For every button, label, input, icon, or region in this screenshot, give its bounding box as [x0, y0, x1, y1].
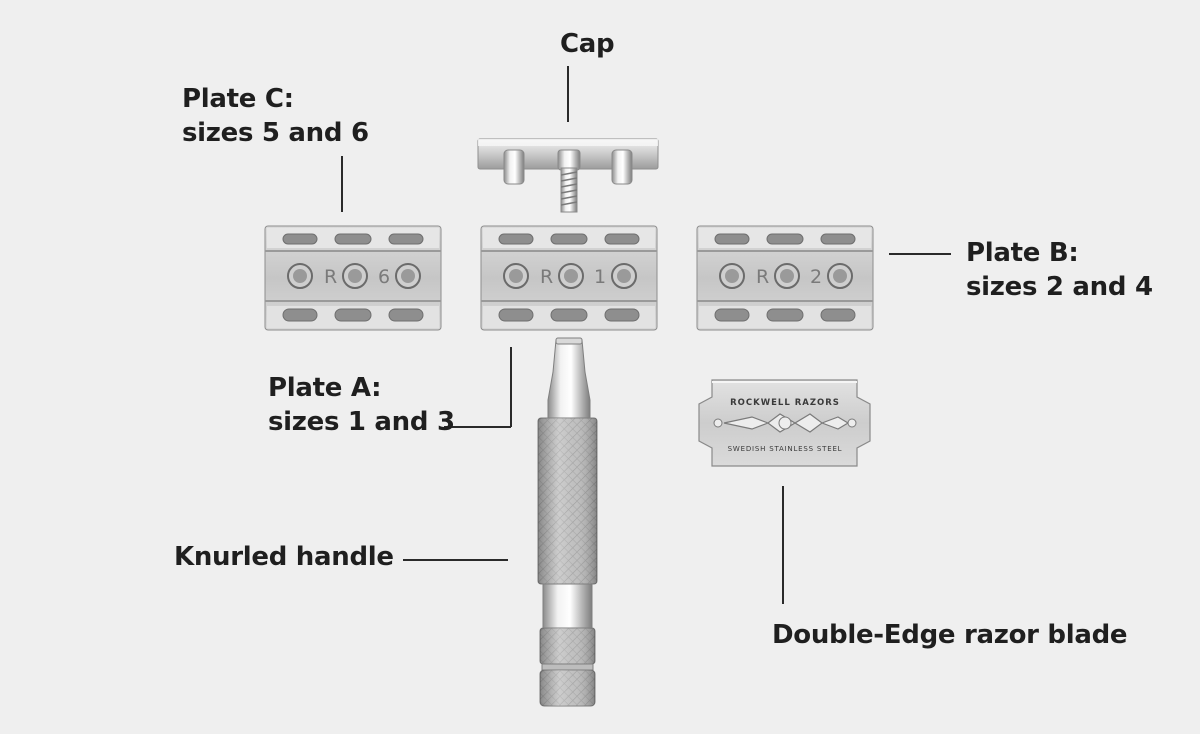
plate-b-leader-line [889, 253, 951, 255]
plate-a-leader-line-horizontal [444, 426, 511, 428]
plate-c-label-line2: sizes 5 and 6 [182, 118, 369, 148]
plate-c-label-line1: Plate C: [182, 84, 294, 114]
plate-a-number: 1 [594, 266, 606, 288]
plate-b-label: Plate B: sizes 2 and 4 [966, 236, 1153, 304]
plate-c-leader-line [341, 156, 343, 212]
blade-leader-line [782, 486, 784, 604]
cap-part [477, 138, 659, 213]
plate-c: R 6 [264, 225, 442, 331]
blade-subtitle-text: SWEDISH STAINLESS STEEL [728, 445, 843, 453]
plate-a-leader-line-vertical [510, 347, 512, 427]
plate-a-label-line2: sizes 1 and 3 [268, 407, 455, 437]
handle-label: Knurled handle [174, 540, 394, 574]
blade-label-text: Double-Edge razor blade [772, 620, 1128, 650]
blade-label: Double-Edge razor blade [772, 618, 1128, 652]
blade-brand-text: ROCKWELL RAZORS [730, 398, 840, 408]
plate-a-label-line1: Plate A: [268, 373, 382, 403]
knurled-handle-part [537, 337, 598, 707]
cap-label-text: Cap [560, 29, 615, 59]
plate-b-label-line1: Plate B: [966, 238, 1079, 268]
plate-b-number: 2 [810, 266, 822, 288]
handle-label-text: Knurled handle [174, 542, 394, 572]
plate-c-number: 6 [378, 266, 390, 288]
razor-blade-part: ROCKWELL RAZORS SWEDISH STAINLESS STEEL [698, 379, 871, 467]
cap-leader-line [567, 66, 569, 122]
cap-label: Cap [560, 27, 615, 61]
plate-a: R 1 [480, 225, 658, 331]
plate-b-label-line2: sizes 2 and 4 [966, 272, 1153, 302]
plate-b: R 2 [696, 225, 874, 331]
plate-c-letter: R [324, 266, 337, 288]
plate-c-label: Plate C: sizes 5 and 6 [182, 82, 369, 150]
handle-leader-line [403, 559, 508, 561]
plate-a-letter: R [540, 266, 553, 288]
plate-a-label: Plate A: sizes 1 and 3 [268, 371, 455, 439]
plate-b-letter: R [756, 266, 769, 288]
